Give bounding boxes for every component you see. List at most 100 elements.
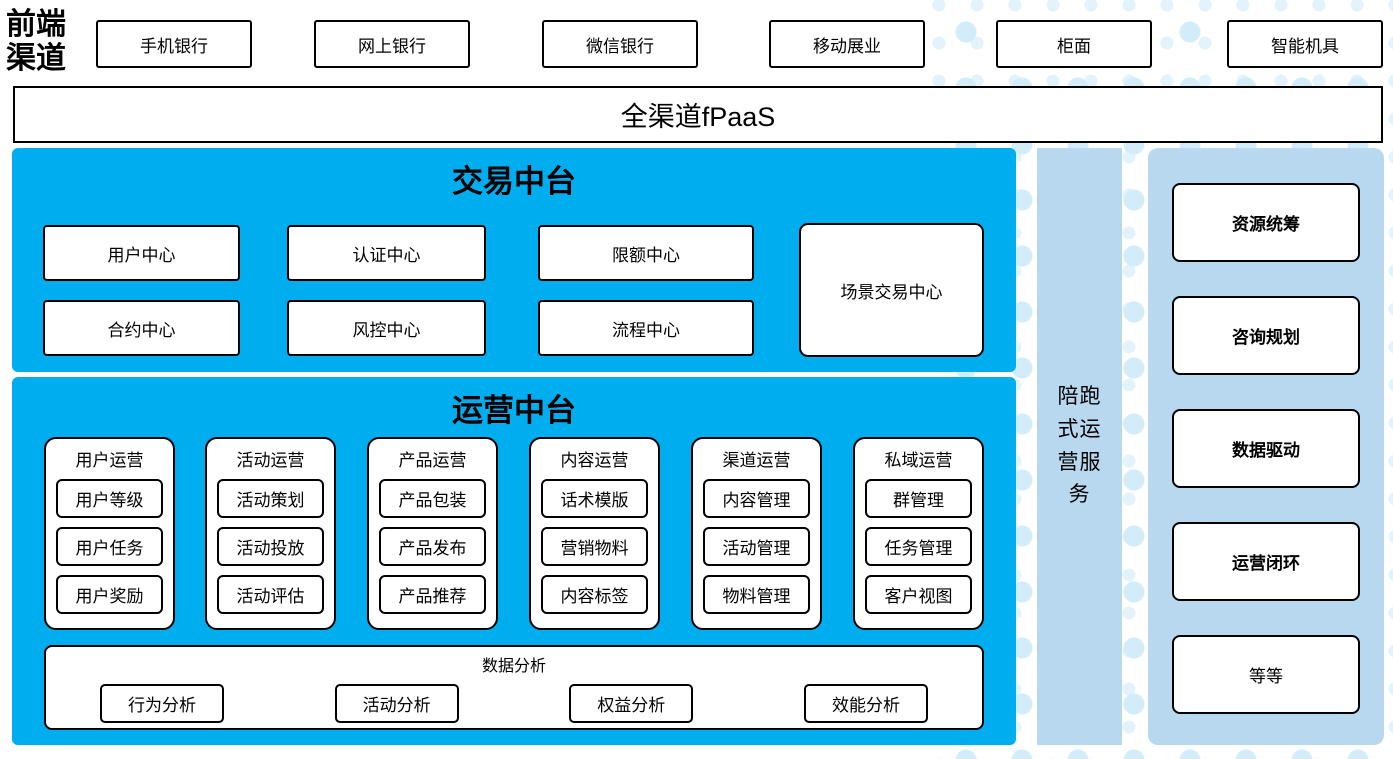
analysis-item-rights: 权益分析: [569, 684, 694, 723]
right-panel-label: 资源统筹: [1232, 215, 1300, 234]
operation-platform-title: 运营中台: [452, 393, 576, 428]
op-column-header: 产品运营: [398, 451, 467, 470]
analysis-item-label: 效能分析: [831, 696, 900, 715]
op-column-header: 私域运营: [884, 451, 953, 470]
transaction-platform-panel: 交易中台 用户中心 认证中心 限额中心 合约中心 风控中心 流程中心 场景交易中…: [12, 148, 1016, 372]
op-column-content-operation: 内容运营 话术模版 营销物料 内容标签: [529, 437, 660, 630]
op-item-label: 客户视图: [884, 587, 953, 606]
analysis-item-activity: 活动分析: [334, 684, 459, 723]
center-box-label: 限额中心: [612, 245, 680, 265]
op-column-header: 内容运营: [560, 451, 629, 470]
center-box-label: 流程中心: [612, 320, 680, 340]
op-item-label: 产品发布: [398, 539, 467, 558]
center-box-label: 场景交易中心: [840, 282, 943, 302]
op-column-header: 活动运营: [236, 451, 305, 470]
channel-box-smart-machines: 智能机具: [1227, 20, 1383, 68]
data-analysis-title: 数据分析: [481, 658, 546, 675]
accompanying-operation-service-bar: 陪跑式运营服务: [1037, 148, 1122, 745]
data-analysis-row: 行为分析 活动分析 权益分析 效能分析: [46, 684, 982, 723]
right-service-panel: 资源统筹 咨询规划 数据驱动 运营闭环 等等: [1148, 148, 1384, 745]
op-item-label: 用户奖励: [75, 587, 144, 606]
center-box-label: 认证中心: [352, 245, 421, 265]
operation-platform-panel: 运营中台 用户运营 用户等级 用户任务 用户奖励 活动运营 活动策划 活动投放 …: [12, 377, 1016, 745]
analysis-item-label: 权益分析: [597, 696, 666, 715]
center-box-user: 用户中心: [43, 225, 240, 281]
right-panel-box-operation-loop: 运营闭环: [1172, 522, 1360, 601]
center-box-label: 合约中心: [107, 320, 176, 340]
right-panel-box-data-driven: 数据驱动: [1172, 409, 1360, 488]
fpaas-bar: 全渠道fPaaS: [13, 86, 1383, 143]
right-panel-label: 咨询规划: [1232, 328, 1300, 347]
op-item-label: 任务管理: [884, 539, 953, 558]
channel-label: 手机银行: [140, 36, 208, 56]
op-column-header: 渠道运营: [722, 451, 791, 470]
transaction-platform-title: 交易中台: [452, 164, 576, 199]
op-column-user-operation: 用户运营 用户等级 用户任务 用户奖励: [44, 437, 175, 630]
op-item: 活动评估: [217, 575, 324, 614]
op-column-header: 用户运营: [75, 451, 144, 470]
op-item-label: 营销物料: [560, 539, 629, 558]
center-box-process: 流程中心: [538, 300, 754, 356]
center-box-auth: 认证中心: [287, 225, 486, 281]
data-analysis-box: 数据分析 行为分析 活动分析 权益分析 效能分析: [44, 645, 984, 730]
center-box-label: 风控中心: [352, 320, 421, 340]
op-item: 任务管理: [865, 527, 972, 566]
right-panel-box-consulting-planning: 咨询规划: [1172, 296, 1360, 375]
op-item-label: 产品推荐: [398, 587, 467, 606]
op-item-label: 内容管理: [722, 491, 791, 510]
center-box-label: 用户中心: [107, 245, 176, 265]
op-item-label: 活动评估: [236, 587, 305, 606]
op-column-product-operation: 产品运营 产品包装 产品发布 产品推荐: [367, 437, 498, 630]
channel-label: 网上银行: [358, 36, 426, 56]
op-column-activity-operation: 活动运营 活动策划 活动投放 活动评估: [205, 437, 336, 630]
op-column-channel-operation: 渠道运营 内容管理 活动管理 物料管理: [691, 437, 822, 630]
channel-box-online-banking: 网上银行: [314, 20, 470, 68]
analysis-item-label: 活动分析: [362, 696, 431, 715]
analysis-item-behavior: 行为分析: [100, 684, 224, 723]
right-panel-box-etc: 等等: [1172, 635, 1360, 714]
op-item: 活动投放: [217, 527, 324, 566]
op-item: 产品包装: [379, 479, 486, 518]
op-item: 内容管理: [703, 479, 810, 518]
right-panel-box-resource-coordination: 资源统筹: [1172, 183, 1360, 262]
center-box-limit: 限额中心: [538, 225, 754, 281]
op-item: 产品推荐: [379, 575, 486, 614]
fpaas-label: 全渠道fPaaS: [620, 102, 776, 132]
op-item-label: 用户任务: [75, 539, 144, 558]
accompanying-operation-service-label: 陪跑式运营服务: [1057, 385, 1102, 507]
op-item: 活动管理: [703, 527, 810, 566]
op-item: 产品发布: [379, 527, 486, 566]
op-item: 群管理: [865, 479, 972, 518]
channel-label: 柜面: [1057, 36, 1091, 56]
op-item-label: 用户等级: [75, 491, 144, 510]
channel-label: 移动展业: [813, 36, 881, 56]
op-item: 客户视图: [865, 575, 972, 614]
op-item-label: 物料管理: [722, 587, 791, 606]
channel-box-mobile-banking: 手机银行: [96, 20, 252, 68]
op-item-label: 话术模版: [560, 491, 629, 510]
op-item: 活动策划: [217, 479, 324, 518]
op-item: 内容标签: [541, 575, 648, 614]
channel-label: 微信银行: [586, 36, 654, 56]
op-item-label: 群管理: [893, 491, 944, 510]
op-item: 用户任务: [56, 527, 163, 566]
op-item-label: 活动投放: [236, 539, 305, 558]
op-item: 物料管理: [703, 575, 810, 614]
op-item-label: 内容标签: [560, 587, 629, 606]
right-panel-label: 等等: [1249, 667, 1283, 686]
center-box-contract: 合约中心: [43, 300, 240, 356]
channel-box-counter: 柜面: [996, 20, 1152, 68]
right-panel-label: 数据驱动: [1232, 441, 1300, 460]
center-box-risk: 风控中心: [287, 300, 486, 356]
op-item: 话术模版: [541, 479, 648, 518]
op-column-private-domain-operation: 私域运营 群管理 任务管理 客户视图: [853, 437, 984, 630]
op-item-label: 活动管理: [722, 539, 791, 558]
analysis-item-efficiency: 效能分析: [803, 684, 928, 723]
op-item: 营销物料: [541, 527, 648, 566]
front-channels-label: 前端渠道: [6, 8, 66, 75]
channel-box-wechat-banking: 微信银行: [542, 20, 698, 68]
op-item: 用户等级: [56, 479, 163, 518]
channel-box-mobile-business: 移动展业: [769, 20, 925, 68]
channel-label: 智能机具: [1271, 36, 1339, 56]
op-item-label: 活动策划: [236, 491, 305, 510]
